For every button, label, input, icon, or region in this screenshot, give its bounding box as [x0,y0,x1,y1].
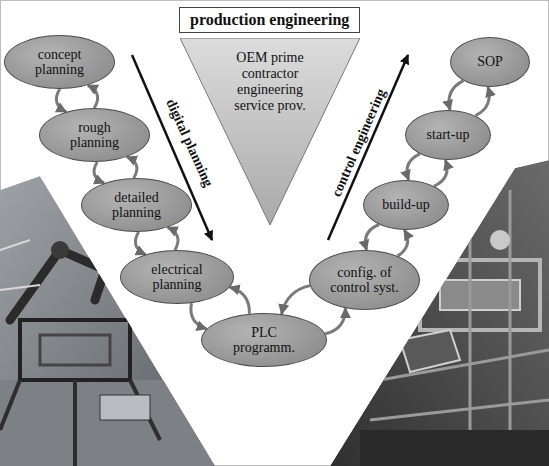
cycle-arrow [56,89,66,112]
fixture-photo [330,160,549,466]
cycle-arrow [365,225,379,251]
cycle-arrow [282,286,310,315]
cycle-arrow [191,303,207,329]
node-label: PLC programm. [224,325,304,356]
cycle-arrow [230,287,250,314]
process-ellipse: PLC programm. [201,313,327,367]
process-ellipse: detailed planning [81,178,192,232]
node-text-group: start-up [427,127,470,142]
node-text-group: rough planning [60,120,130,151]
cycle-arrow [398,230,408,256]
process-ellipse: electrical planning [120,250,234,304]
process-ellipse: config. of control syst. [309,250,420,310]
node-text-group: OEM prime contractor engineering service… [233,50,307,114]
diagram-title: production engineering [179,7,360,33]
role-triangle: OEM prime contractor engineering service… [180,38,360,225]
node-text-group: build-up [382,197,429,212]
cycle-arrow [325,308,345,334]
node-label: detailed planning [102,190,172,221]
arrow-label: control engineering [329,87,390,200]
cycle-arrow [407,154,420,180]
cycle-arrow [168,227,178,250]
cycle-arrow [449,81,463,110]
node-label: electrical planning [141,262,213,293]
cycle-arrow [127,157,137,178]
cycle-arrow [135,232,145,255]
node-text-group: SOP [477,54,503,69]
process-ellipse: build-up [363,180,449,230]
process-ellipse: rough planning [39,108,150,162]
node-text-group: electrical planning [141,262,213,293]
node-text-group: detailed planning [102,190,172,221]
node-label: OEM prime contractor engineering service… [233,50,307,114]
node-text-group: PLC programm. [224,325,304,356]
node-label: SOP [477,54,503,69]
process-ellipse: start-up [405,110,491,160]
robot-cell-photo [0,176,220,466]
cycle-arrow [475,87,489,116]
cycle-arrow [434,160,447,186]
node-label: concept planning [25,47,95,78]
node-label: rough planning [60,120,130,151]
cycle-arrow [88,85,98,108]
triangle-shape [180,38,360,225]
triangle-outline [180,38,360,225]
node-text-group: concept planning [25,47,95,78]
process-ellipse: concept planning [4,35,115,89]
node-label: start-up [427,127,470,142]
process-ellipse: SOP [450,37,530,87]
node-label: config. of control syst. [330,265,400,296]
cycle-arrow [94,162,104,183]
node-text-group: config. of control syst. [330,265,400,296]
node-label: build-up [382,197,429,212]
